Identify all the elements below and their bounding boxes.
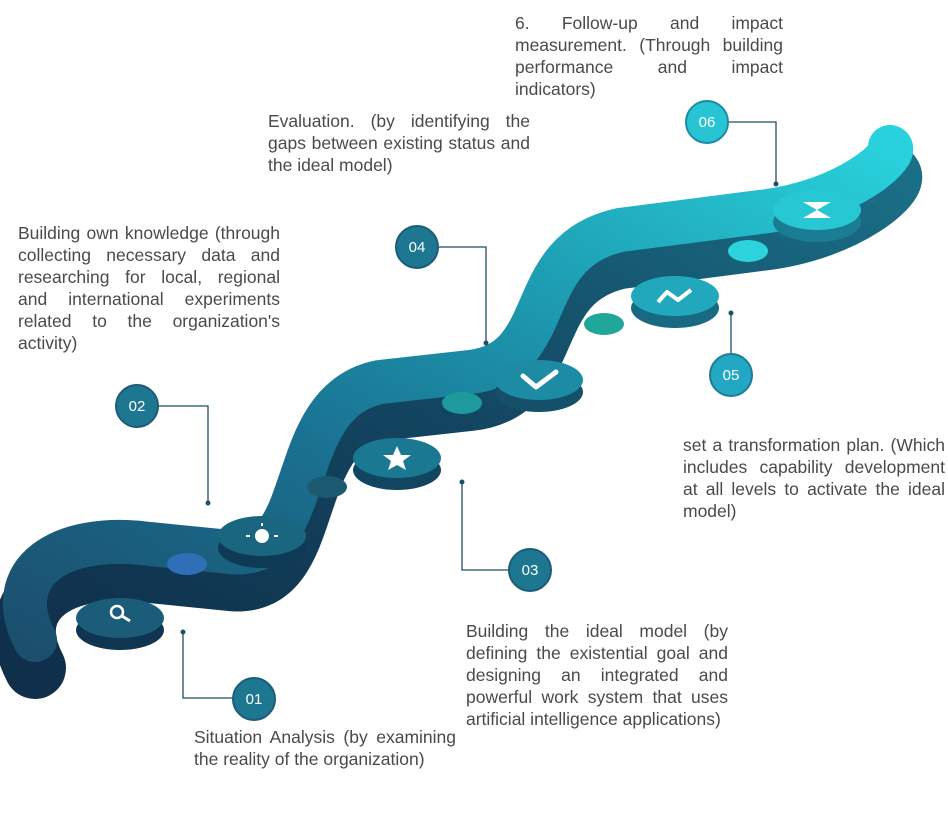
badge-01-number: 01 [246,691,263,708]
badge-01: 01 [232,677,276,721]
connector-02 [158,405,211,506]
road-joint-1 [167,553,207,575]
badge-02-number: 02 [129,398,146,415]
disk-step-06 [773,190,861,242]
badge-03-number: 03 [522,562,539,579]
badge-03: 03 [508,548,552,592]
badge-04: 04 [395,225,439,269]
step-01-description: Situation Analysis (by examining the rea… [194,727,456,769]
badge-06: 06 [685,100,729,144]
connector-03 [459,479,510,571]
disk-step-05 [631,276,719,328]
connector-06 [727,121,779,187]
disk-step-03 [353,438,441,490]
badge-04-number: 04 [409,239,426,256]
step-03-description: Building the ideal model (by defining th… [466,621,728,729]
road-joint-3 [442,392,482,414]
step-02-description: Building own knowledge (through collecti… [18,223,280,353]
road-joint-4 [584,313,624,335]
disk-step-04 [495,360,583,412]
badge-05-number: 05 [723,367,740,384]
connector-05 [728,310,734,355]
step-04-description: Evaluation. (by identifying the gaps bet… [268,111,530,175]
step-05-description: set a transformation plan. (Which includ… [683,435,945,521]
connector-04 [438,246,489,346]
road-joint-2 [307,476,347,498]
disk-step-01 [76,598,164,650]
step-06-description: 6. Follow-up and impact measurement. (Th… [515,13,783,99]
connector-01 [180,629,233,699]
badge-05: 05 [709,353,753,397]
badge-06-number: 06 [699,114,716,131]
badge-02: 02 [115,384,159,428]
road-joint-5 [728,240,768,262]
disk-step-02 [218,516,306,568]
